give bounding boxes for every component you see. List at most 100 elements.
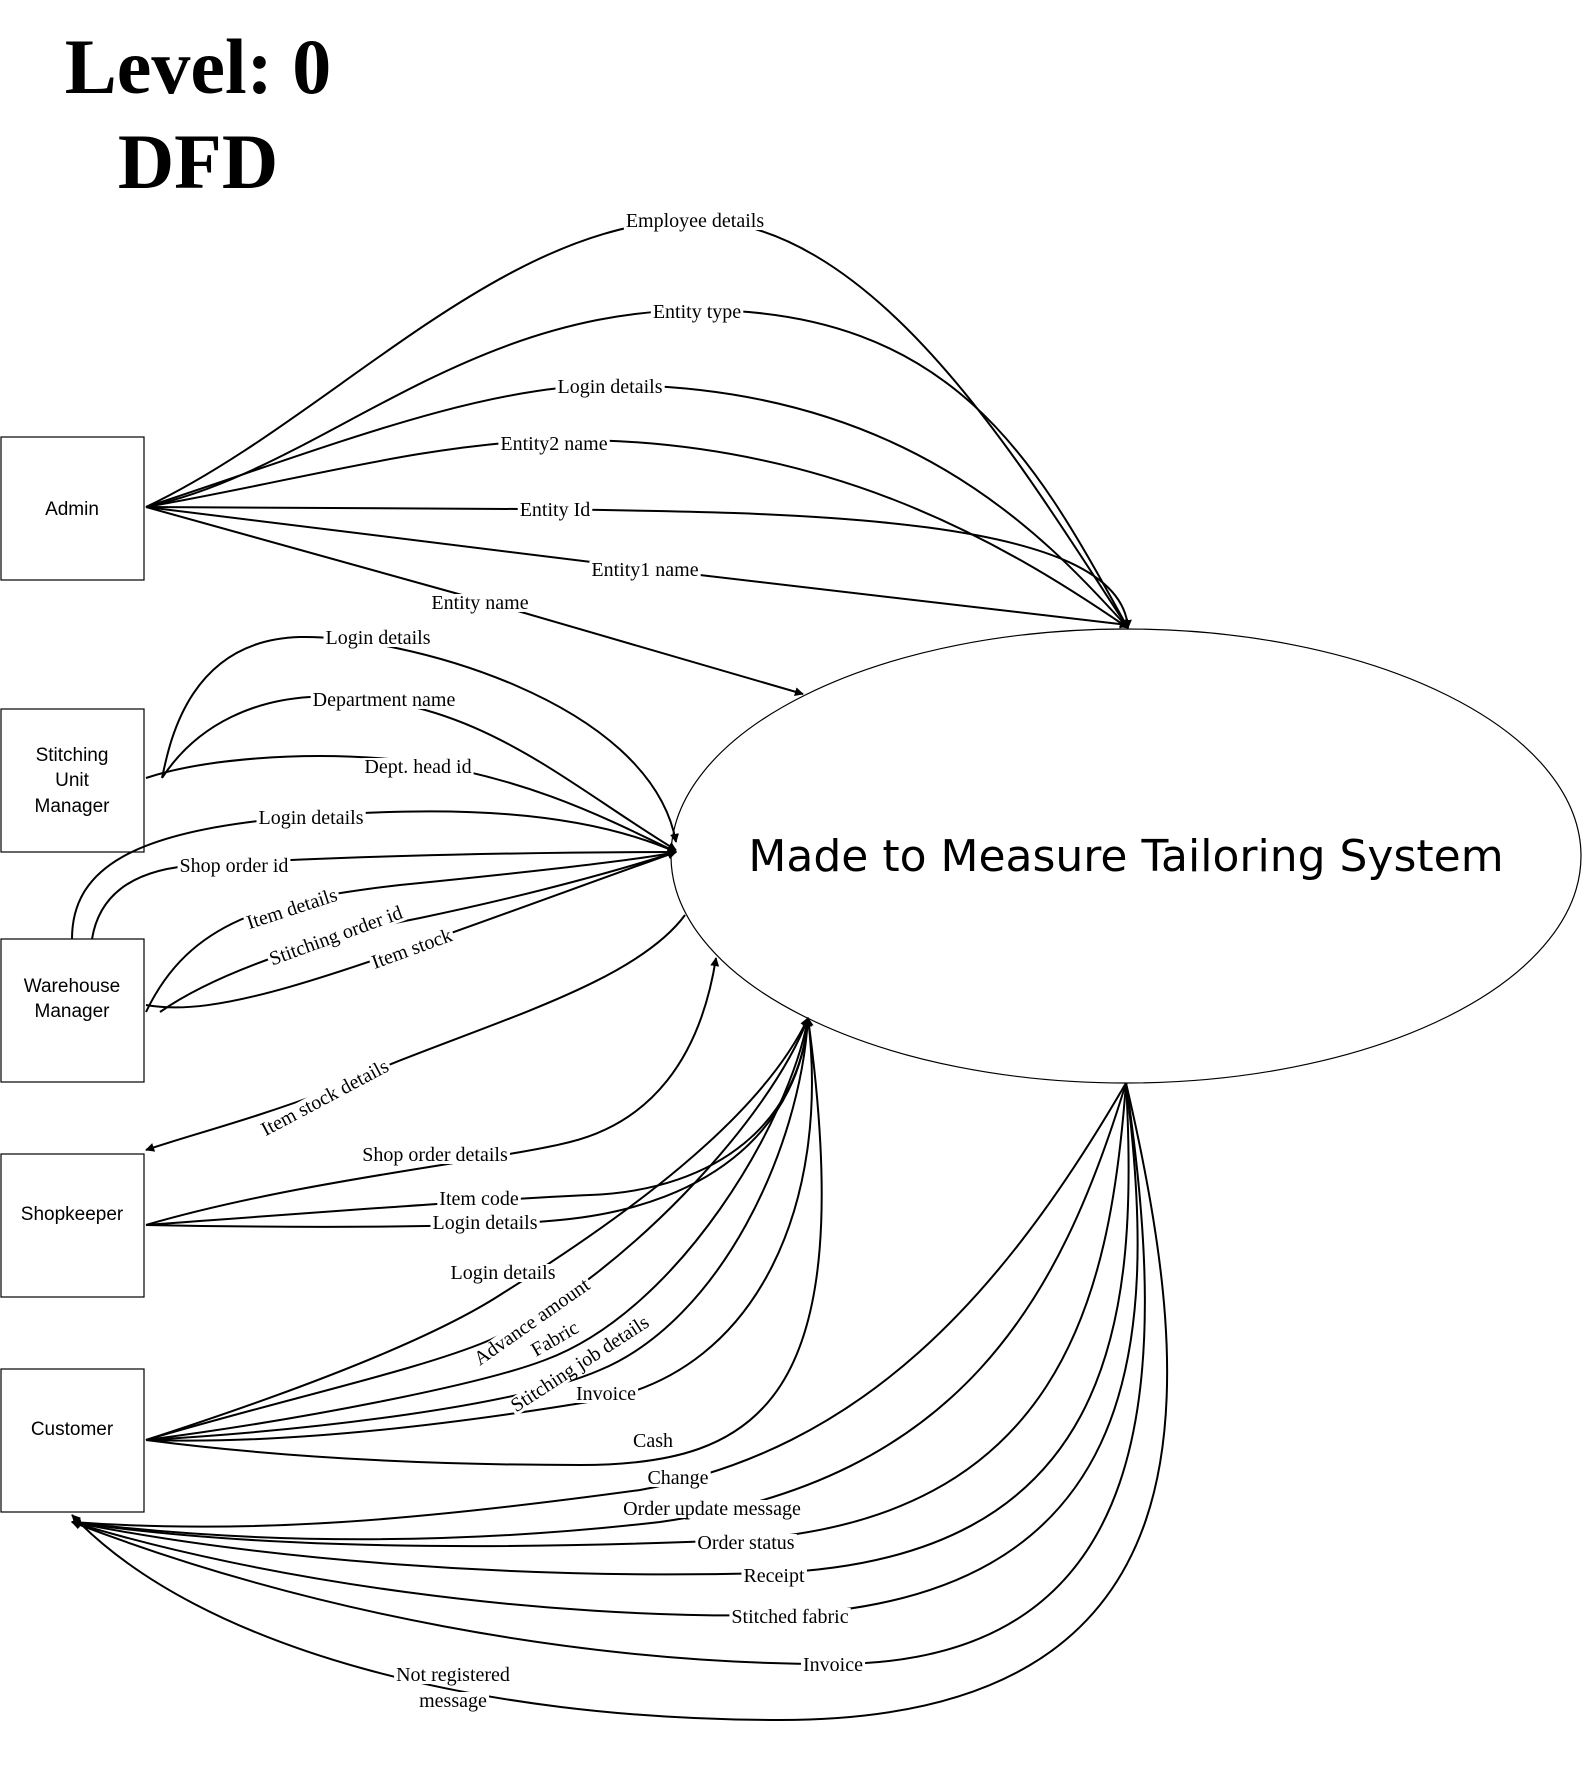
flow-label-background — [741, 1567, 807, 1585]
flow-customer-login-details — [145, 1017, 809, 1441]
flow-label: Entity1 name — [591, 559, 698, 581]
flow-label-background — [242, 885, 342, 933]
flow-label-background — [367, 925, 457, 973]
flow-label-background — [526, 1317, 584, 1361]
process-name: Made to Measure Tailoring System — [748, 831, 1503, 882]
flow-item-stock — [145, 850, 677, 1009]
flow-label-background — [801, 1656, 866, 1674]
entity-shopkeeper: Shopkeeper — [0, 1153, 145, 1298]
flow-label: Item stock details — [258, 1055, 393, 1141]
flow-label: Invoice — [576, 1383, 636, 1405]
flow-label-background — [177, 857, 291, 875]
entity-customer-label: Customer — [31, 1419, 114, 1440]
entity-admin: Admin — [0, 436, 145, 581]
flow-stitching-order-id — [159, 850, 677, 1013]
flows-customer-out — [71, 1082, 1169, 1722]
flow-label-background — [362, 758, 474, 776]
entity-customer-box — [0, 1368, 145, 1513]
flow-label: Cash — [633, 1430, 673, 1452]
flow-label-background — [265, 902, 407, 970]
flow-label: Entity name — [431, 592, 528, 614]
flow-label: Shop order id — [180, 855, 289, 877]
flow-label: Employee details — [626, 210, 765, 232]
flow-order-status — [71, 1082, 1127, 1548]
diagram-title-line2: DFD — [118, 118, 278, 205]
flow-label: Entity Id — [520, 499, 591, 521]
flow-not-registered-message — [71, 1082, 1169, 1722]
flow-change — [71, 1082, 1127, 1528]
flow-label-background — [621, 1500, 803, 1518]
flow-label: Login details — [433, 1212, 538, 1234]
flow-label: Change — [647, 1467, 708, 1489]
flow-label: Receipt — [743, 1565, 805, 1587]
diagram-title-line1: Level: 0 — [65, 23, 331, 110]
flow-label-background — [517, 501, 593, 519]
flow-stitching-job-details — [145, 1017, 812, 1441]
flow-label-background — [631, 1432, 675, 1450]
flow-label-background — [645, 1469, 711, 1487]
flow-admin-login-details — [145, 383, 1129, 629]
flow-label-background — [469, 1274, 595, 1370]
flow-shop-order-details — [145, 957, 720, 1226]
flow-label-background — [417, 1692, 489, 1710]
flow-label-background — [506, 1311, 654, 1417]
flow-label-background — [323, 629, 433, 647]
flow-label: Dept. head id — [364, 756, 471, 778]
flow-label: Not registered — [396, 1664, 510, 1686]
entity-warehouse-manager: Warehouse Manager — [0, 938, 145, 1083]
entity-warehouse-box — [0, 938, 145, 1083]
flow-label: message — [419, 1690, 487, 1712]
entity-stitching-label-line1: Stitching — [36, 745, 109, 766]
flow-invoice-out — [71, 1082, 1146, 1666]
entity-shopkeeper-box — [0, 1153, 145, 1298]
flows-admin — [145, 218, 1132, 697]
entity-customer: Customer — [0, 1368, 145, 1513]
flow-item-code — [145, 1017, 812, 1226]
entity-warehouse-label-line2: Manager — [35, 1001, 111, 1022]
flow-order-update-message — [71, 1082, 1127, 1541]
flow-fabric — [145, 1017, 812, 1441]
flow-item-details — [145, 849, 677, 1013]
flow-label-background — [360, 1146, 510, 1164]
flow-label: Entity type — [653, 301, 741, 323]
flow-label: Login details — [558, 376, 663, 398]
flow-label: Stitched fabric — [731, 1606, 848, 1628]
entity-warehouse-label-line1: Warehouse — [24, 976, 120, 997]
entity-stitching-box — [0, 708, 145, 853]
flow-label-background — [650, 303, 744, 321]
flow-entity-id — [145, 506, 1132, 629]
flow-label-background — [623, 212, 767, 230]
flow-label-background — [695, 1534, 797, 1552]
flow-label: Department name — [313, 689, 456, 711]
flow-label-background — [589, 561, 701, 579]
flow-label-background — [437, 1190, 521, 1208]
flow-label: Order status — [697, 1532, 794, 1554]
flow-label-background — [256, 1055, 394, 1141]
flow-label-background — [574, 1385, 639, 1403]
flow-label-background — [448, 1264, 558, 1282]
entity-admin-label: Admin — [45, 499, 99, 520]
flow-label-background — [430, 1214, 540, 1232]
flow-label: Item details — [244, 884, 340, 934]
flows-customer-in — [145, 1017, 823, 1467]
flow-label: Shop order details — [362, 1144, 508, 1166]
flow-label: Invoice — [803, 1654, 863, 1676]
entity-admin-box — [0, 436, 145, 581]
flow-label-background — [498, 435, 610, 453]
flow-label: Login details — [326, 627, 431, 649]
flow-label: Login details — [259, 807, 364, 829]
flow-label: Entity2 name — [500, 433, 607, 455]
entity-stitching-unit-manager: Stitching Unit Manager — [0, 708, 145, 853]
flows-stitching — [145, 635, 679, 853]
flow-label-background — [555, 378, 665, 396]
flow-entity2-name — [145, 438, 1129, 629]
flow-label-background — [256, 809, 366, 827]
flow-label-background — [394, 1666, 512, 1684]
entity-shopkeeper-label: Shopkeeper — [21, 1204, 124, 1225]
entity-stitching-label-line2: Unit — [55, 770, 90, 791]
flow-label-background — [429, 594, 531, 612]
flow-label: Item stock — [369, 924, 455, 973]
flow-label: Login details — [451, 1262, 556, 1284]
